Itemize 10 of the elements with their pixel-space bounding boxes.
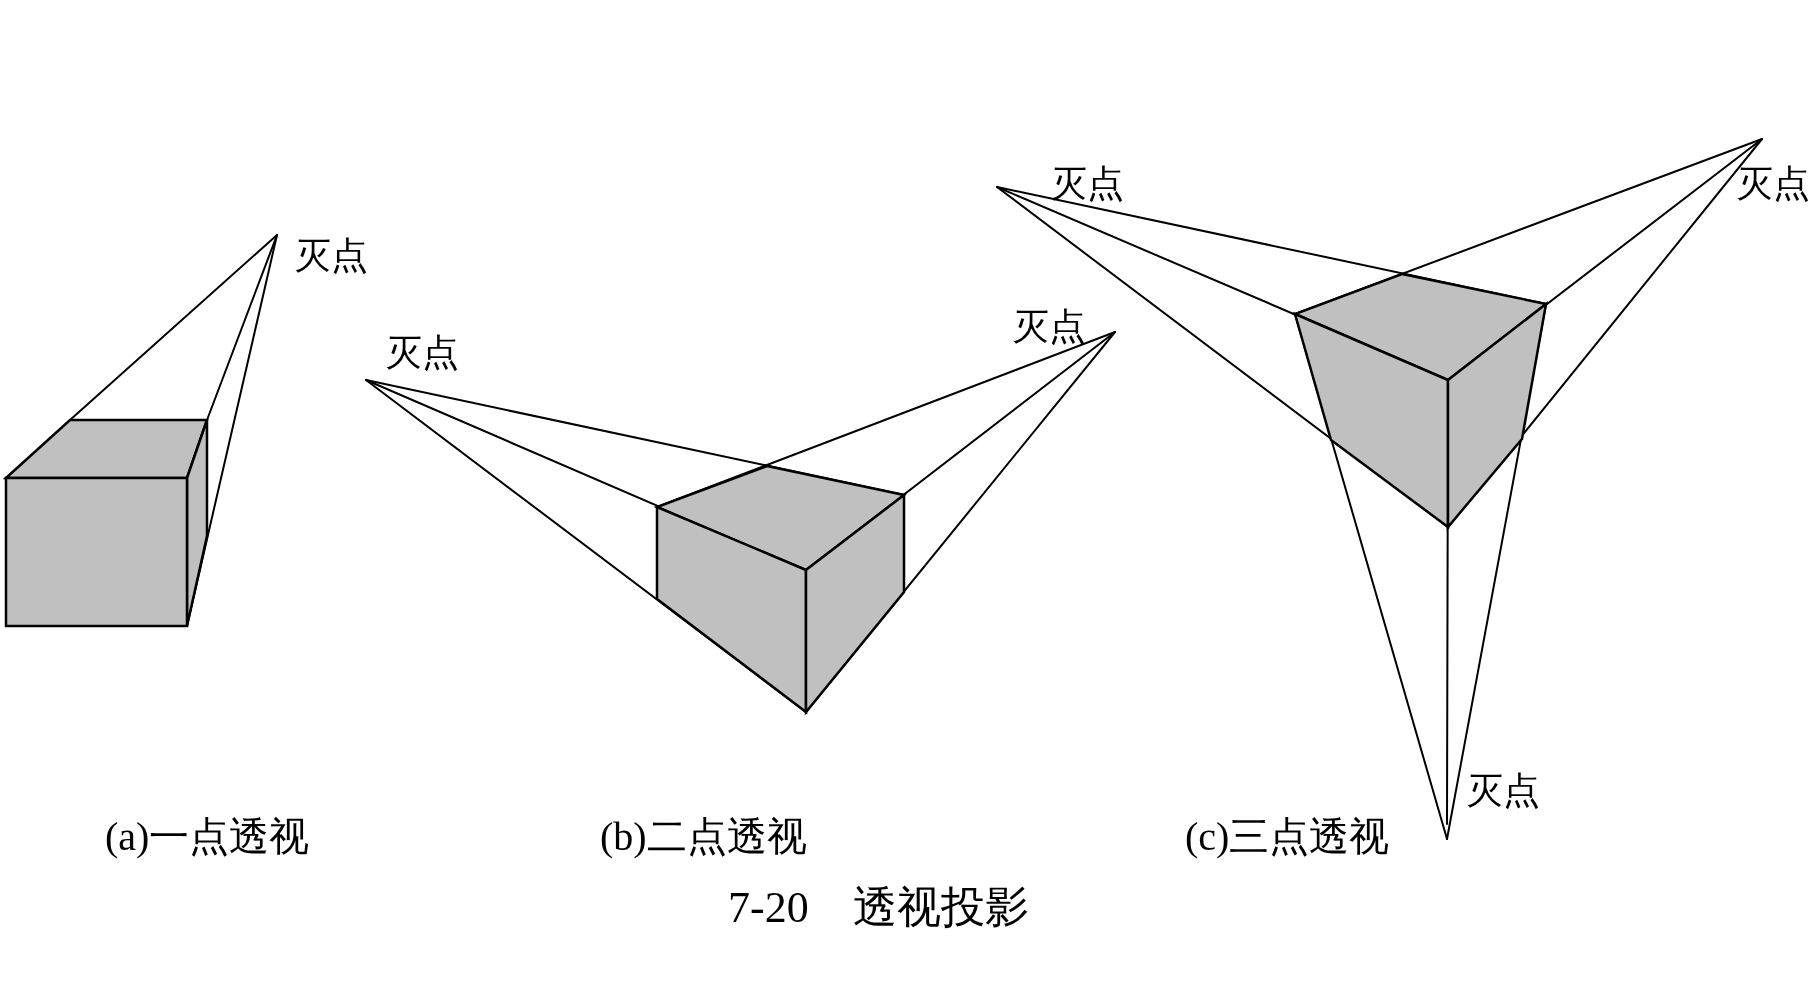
subfigure-caption: (b)二点透视: [600, 817, 807, 857]
vanishing-point-label: 灭点: [1050, 165, 1124, 202]
vanishing-point-label: 灭点: [385, 334, 459, 371]
subfigure-caption: (c)三点透视: [1185, 817, 1390, 857]
vanishing-point-label: 灭点: [294, 237, 368, 274]
vanishing-point-label: 灭点: [1736, 165, 1810, 202]
vanishing-point-label: 灭点: [1466, 772, 1540, 809]
vanishing-point-label: 灭点: [1012, 308, 1086, 345]
figure-caption: 7-20 透视投影: [728, 886, 1029, 930]
subfigure-caption: (a)一点透视: [105, 817, 310, 857]
